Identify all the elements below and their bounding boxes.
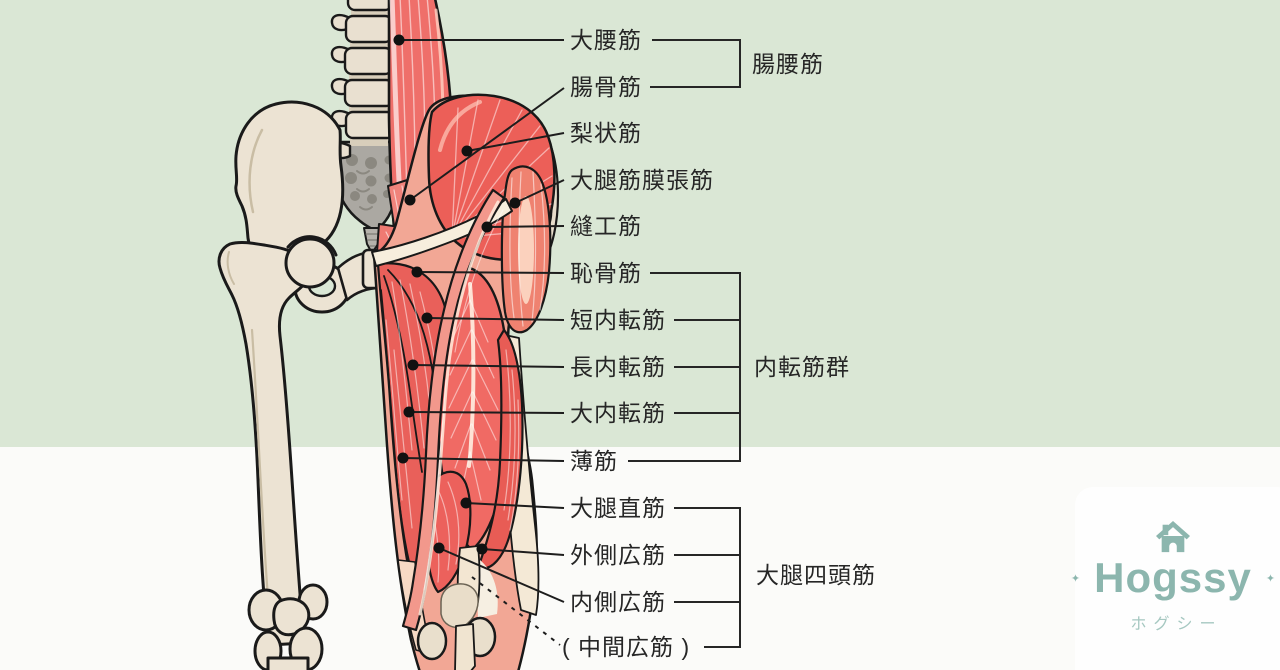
- bracket-quadriceps: [674, 507, 741, 648]
- leader-line-sartorius: [486, 225, 565, 228]
- leader-line-pectineus: [416, 271, 565, 274]
- label-adductor-brevis: 短内転筋: [570, 307, 666, 333]
- label-iliacus: 腸骨筋: [570, 74, 642, 100]
- left-femur-bone: [217, 235, 338, 670]
- group-label-iliopsoas: 腸腰筋: [752, 51, 824, 77]
- label-vastus-medialis: 内側広筋: [570, 589, 666, 615]
- leader-line-rectus-femoris: [465, 502, 565, 509]
- brand-name: Hogssy: [1094, 554, 1252, 601]
- leader-line-tensor-fasciae-latae: [514, 179, 565, 204]
- house-icon: [1156, 520, 1190, 553]
- leader-line-adductor-longus: [412, 364, 565, 368]
- anatomy-illustration: [217, 0, 560, 670]
- inguinal-ligament: [371, 198, 513, 267]
- label-psoas-major: 大腰筋: [570, 27, 642, 53]
- leader-line-piriformis: [466, 132, 565, 152]
- label-piriformis: 梨状筋: [570, 120, 642, 146]
- label-adductor-longus: 長内転筋: [570, 354, 666, 380]
- right-knee-bones: [416, 545, 498, 670]
- leader-line-gracilis: [402, 457, 565, 462]
- bracket-iliopsoas: [650, 39, 741, 88]
- brand-name-kana: ホグシー: [1130, 616, 1223, 633]
- leader-line-vastus-medialis: [438, 547, 565, 603]
- leader-line-adductor-brevis: [426, 317, 565, 321]
- pelvis-bone: [234, 100, 382, 314]
- label-adductor-magnus: 大内転筋: [570, 400, 666, 426]
- label-rectus-femoris: 大腿直筋: [570, 495, 666, 521]
- leader-line-adductor-magnus: [408, 411, 565, 414]
- brand-logo-card: ✦ Hogssy ✦ ホグシー: [1071, 487, 1280, 670]
- star-icon: ✦: [1070, 572, 1081, 585]
- leader-line-vastus-intermedius: [471, 576, 561, 646]
- vastus-lateralis-muscle: [476, 328, 524, 570]
- leader-line-iliacus: [409, 87, 565, 201]
- anchor-dots: [393, 34, 521, 555]
- tensor-fasciae-latae-muscle: [500, 165, 552, 334]
- label-pectineus: 恥骨筋: [570, 260, 642, 286]
- group-label-quadriceps: 大腿四頭筋: [756, 562, 876, 588]
- sartorius-muscle: [401, 188, 506, 632]
- lumbar-spine-bone: [330, 0, 396, 160]
- star-icon: ✦: [1265, 572, 1276, 585]
- bracket-adductor-group: [628, 272, 741, 462]
- group-label-adductor-group: 内転筋群: [754, 354, 850, 380]
- annotation-layer: [393, 34, 741, 648]
- label-tensor-fasciae-latae: 大腿筋膜張筋: [570, 167, 714, 193]
- leader-line-vastus-lateralis: [481, 548, 565, 556]
- label-sartorius: 縫工筋: [570, 213, 642, 239]
- label-vastus-lateralis: 外側広筋: [570, 542, 666, 568]
- label-vastus-intermedius: ( 中間広筋 ): [562, 634, 691, 660]
- label-gracilis: 薄筋: [570, 448, 618, 474]
